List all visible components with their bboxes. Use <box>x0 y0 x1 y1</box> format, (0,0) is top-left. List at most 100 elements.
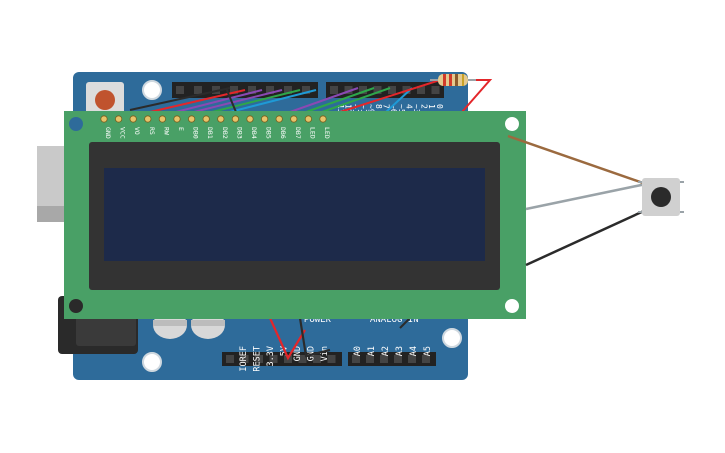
digital-pin-label: ~6 <box>389 104 398 114</box>
header-socket[interactable] <box>422 355 430 363</box>
wire-red-5v[interactable] <box>268 317 306 361</box>
header-socket[interactable] <box>380 355 388 363</box>
header-socket[interactable] <box>212 86 220 94</box>
reset-button-icon[interactable] <box>86 82 124 116</box>
wire-black[interactable] <box>129 87 231 111</box>
lcd-pin[interactable] <box>144 115 152 123</box>
header-socket[interactable] <box>394 355 402 363</box>
lcd-pin[interactable] <box>173 115 181 123</box>
power-pin-label: IOREF <box>239 346 249 372</box>
wire-black-gnd[interactable] <box>298 317 331 358</box>
lcd-pin[interactable] <box>246 115 254 123</box>
lcd-pin-label: DB0 <box>192 127 200 139</box>
header-socket[interactable] <box>388 86 396 94</box>
lcd-pin[interactable] <box>188 115 196 123</box>
header-socket[interactable] <box>302 86 310 94</box>
lcd-pin-label: DB1 <box>206 127 214 139</box>
mounting-hole <box>505 117 519 131</box>
power-pin-label: 3.3V <box>266 346 276 366</box>
digital-pin-label: ~9 <box>366 104 375 114</box>
wire-green[interactable] <box>305 87 375 113</box>
header-socket[interactable] <box>352 355 360 363</box>
wire-green[interactable] <box>203 89 301 115</box>
lcd-pin-row[interactable] <box>100 115 327 123</box>
wires-lower[interactable] <box>268 317 411 361</box>
lcd-pin[interactable] <box>100 115 108 123</box>
pushbutton-icon[interactable] <box>638 178 684 216</box>
analog-pin-label: A3 <box>395 346 405 356</box>
digital-pin-label: ~5 <box>397 104 406 114</box>
header-socket[interactable] <box>230 86 238 94</box>
lcd-pin[interactable] <box>202 115 210 123</box>
header-socket[interactable] <box>373 86 382 94</box>
lcd-pin[interactable] <box>290 115 298 123</box>
analog-pin-label: A1 <box>367 346 377 356</box>
lcd-screen <box>104 168 485 261</box>
header-socket[interactable] <box>248 86 256 94</box>
header-socket[interactable] <box>176 86 184 94</box>
wire-purple[interactable] <box>289 87 359 113</box>
wire-black[interactable] <box>525 208 647 267</box>
wire-black[interactable] <box>225 87 237 113</box>
lcd-pin[interactable] <box>217 115 225 123</box>
lcd-pin-label: DB4 <box>250 127 258 139</box>
power-pin-label: GND <box>293 346 303 361</box>
wire-black[interactable] <box>399 317 411 329</box>
header-socket[interactable] <box>194 86 202 94</box>
digital-pin-label: 2 <box>420 104 429 109</box>
analog-pin-label: A0 <box>353 346 363 356</box>
header-socket[interactable] <box>330 86 338 94</box>
wires-upper[interactable] <box>129 79 493 115</box>
power-pin-label: Vin <box>320 346 330 361</box>
wire-brown[interactable] <box>507 134 647 186</box>
wire-purple[interactable] <box>185 89 283 115</box>
wires-button[interactable] <box>507 134 647 267</box>
lcd-pin-label: DB3 <box>235 127 243 139</box>
mounting-hole <box>142 352 162 372</box>
header-socket[interactable] <box>431 86 440 94</box>
wire-gray[interactable] <box>525 182 647 211</box>
lcd-pin-label: DB6 <box>279 127 287 139</box>
wire-purple[interactable] <box>167 89 263 115</box>
lcd-pin[interactable] <box>158 115 166 123</box>
header-socket[interactable] <box>408 355 416 363</box>
lcd-pin-label: E <box>177 127 185 131</box>
header-socket[interactable] <box>255 355 263 363</box>
lcd-pin-label: RW <box>162 127 170 135</box>
wire-blue[interactable] <box>221 89 317 115</box>
header-socket[interactable] <box>366 355 374 363</box>
wire-green[interactable] <box>321 87 391 113</box>
digital-pin-label: 13 <box>336 104 345 114</box>
lcd-pin[interactable] <box>115 115 123 123</box>
mounting-hole <box>69 299 83 313</box>
header-socket[interactable] <box>344 86 353 94</box>
mounting-hole <box>442 328 462 348</box>
header-socket[interactable] <box>298 355 307 363</box>
lcd-pin[interactable] <box>231 115 239 123</box>
header-socket[interactable] <box>313 355 321 363</box>
analog-header[interactable] <box>348 352 436 366</box>
header-socket[interactable] <box>327 355 336 363</box>
lcd-pin[interactable] <box>260 115 269 123</box>
header-socket[interactable] <box>269 355 278 363</box>
mounting-hole <box>142 80 162 100</box>
lcd-pin-label: GND <box>104 127 112 139</box>
header-socket[interactable] <box>226 355 234 363</box>
lcd-pin[interactable] <box>304 115 312 123</box>
header-socket[interactable] <box>266 86 274 94</box>
lcd-pin[interactable] <box>319 115 327 123</box>
power-pin-label: RESET <box>253 346 263 372</box>
header-socket[interactable] <box>359 86 367 94</box>
analog-pin-label: A2 <box>381 346 391 356</box>
wire-blue[interactable] <box>385 87 413 113</box>
resistor-icon[interactable] <box>430 74 476 86</box>
header-socket[interactable] <box>417 86 425 94</box>
lcd-pin[interactable] <box>129 115 137 123</box>
header-socket[interactable] <box>240 355 249 363</box>
header-socket[interactable] <box>284 86 292 94</box>
lcd-pin[interactable] <box>275 115 283 123</box>
lcd-pin-label: RS <box>148 127 156 135</box>
